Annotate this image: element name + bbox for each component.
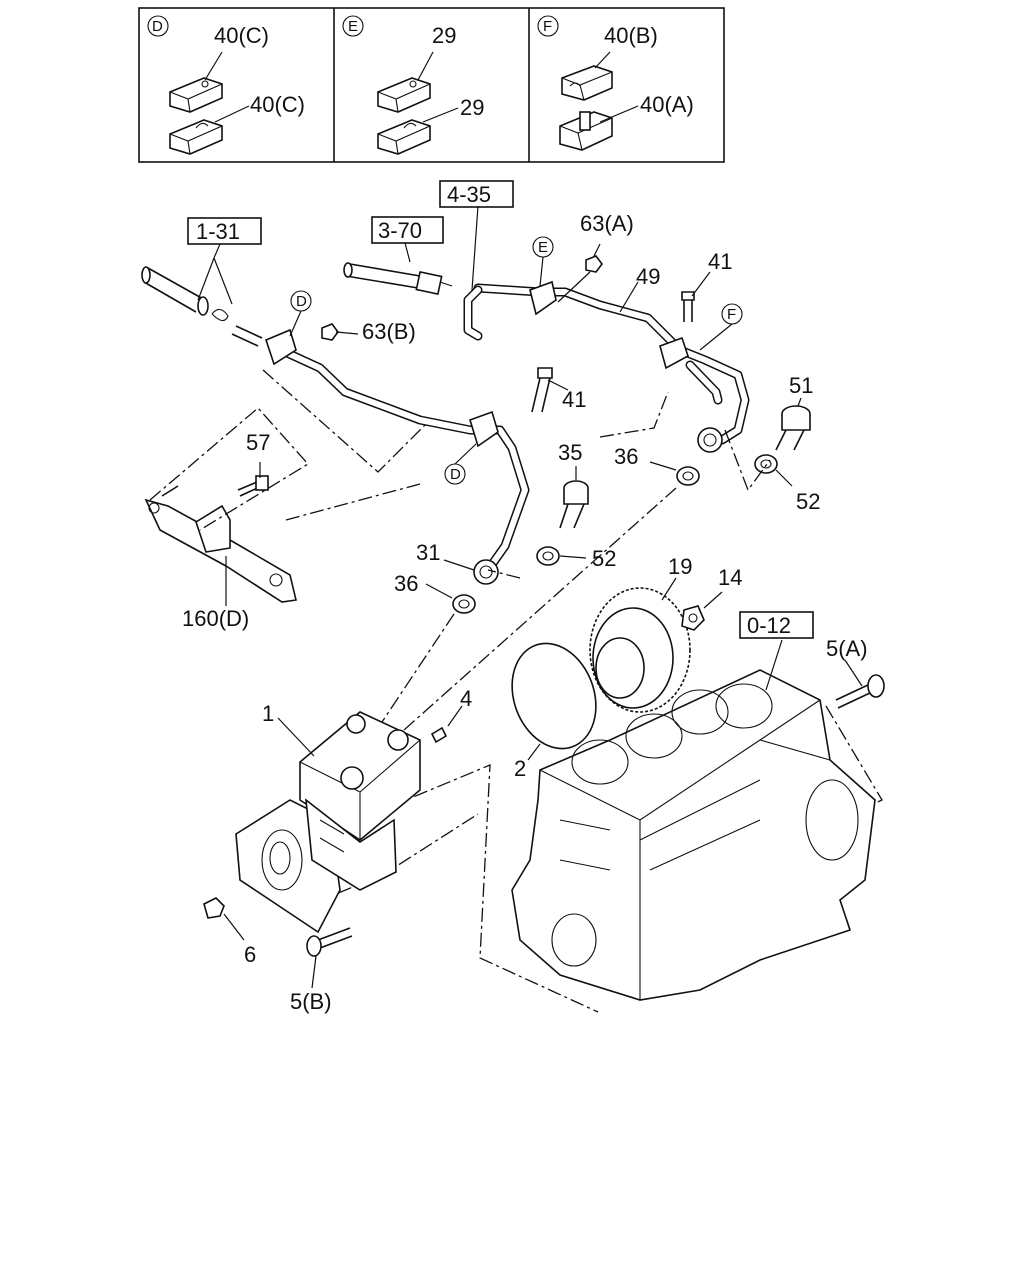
clamp-upper-e [377, 77, 431, 113]
circle-marker-d-lower: D [444, 463, 466, 485]
washers [452, 454, 778, 614]
detail-d-bottom-label: 40(C) [250, 92, 305, 117]
clamp-lower-f [559, 111, 613, 151]
label-5a: 5(A) [826, 636, 868, 661]
label-41-mid: 41 [562, 387, 586, 412]
nut-63a [585, 255, 603, 273]
ref-3-70-text: 3-70 [378, 218, 422, 243]
label-35: 35 [558, 440, 582, 465]
label-36-right: 36 [614, 444, 638, 469]
bolt-5b [306, 927, 353, 957]
detail-e-bottom-label: 29 [460, 95, 484, 120]
nut-14 [681, 605, 705, 631]
clamp-upper-d [169, 77, 223, 113]
fuel-pipes [141, 262, 750, 585]
detail-d-letter: D [152, 18, 163, 35]
ref-box-0-12: 0-12 [739, 611, 814, 639]
detail-box-e: E 29 29 [342, 15, 484, 155]
callout-labels: 63(A) 49 41 63(B) 41 51 57 35 36 52 31 5… [182, 211, 868, 1014]
marker-d-upper-text: D [296, 293, 307, 310]
circle-marker-e: E [532, 236, 554, 258]
clamp-upper-f [561, 65, 613, 101]
marker-f-text: F [727, 306, 736, 323]
label-4: 4 [460, 686, 472, 711]
key-4 [430, 726, 448, 744]
label-51: 51 [789, 373, 813, 398]
engine-block [511, 669, 876, 1001]
circle-marker-f: F [721, 303, 743, 325]
ref-0-12-text: 0-12 [747, 613, 791, 638]
label-160d: 160(D) [182, 606, 249, 631]
detail-f-bottom-label: 40(A) [640, 92, 694, 117]
nut-6 [203, 897, 225, 919]
label-41-top: 41 [708, 249, 732, 274]
ref-box-1-31: 1-31 [187, 217, 262, 245]
bolt-41-top [681, 291, 695, 322]
clamp-lower-d [169, 119, 223, 155]
circle-marker-d-upper: D [290, 290, 312, 312]
nut-63b [321, 323, 339, 341]
label-49: 49 [636, 264, 660, 289]
detail-box-f: F 40(B) 40(A) [537, 15, 694, 151]
label-57: 57 [246, 430, 270, 455]
marker-e-text: E [538, 239, 548, 256]
label-31: 31 [416, 540, 440, 565]
bolt-5a [835, 674, 885, 709]
pump-1 [235, 711, 421, 934]
ref-4-35-text: 4-35 [447, 182, 491, 207]
detail-e-letter: E [348, 18, 358, 35]
label-63b: 63(B) [362, 319, 416, 344]
detail-f-top-label: 40(B) [604, 23, 658, 48]
detail-d-top-label: 40(C) [214, 23, 269, 48]
detail-panel: D 40(C) 40(C) E 29 29 [138, 7, 725, 163]
bolt-35 [559, 480, 589, 529]
label-19: 19 [668, 554, 692, 579]
label-52-mid: 52 [592, 546, 616, 571]
bracket-160d [144, 475, 297, 603]
label-36-left: 36 [394, 571, 418, 596]
gear-19 [589, 587, 691, 713]
label-2: 2 [514, 756, 526, 781]
bolt-41-mid [531, 367, 553, 413]
detail-e-top-label: 29 [432, 23, 456, 48]
marker-d-lower-text: D [450, 466, 461, 483]
ref-1-31-text: 1-31 [196, 219, 240, 244]
detail-f-letter: F [543, 18, 552, 35]
label-5b: 5(B) [290, 989, 332, 1014]
label-6: 6 [244, 942, 256, 967]
detail-box-d: D 40(C) 40(C) [147, 15, 305, 155]
label-63a: 63(A) [580, 211, 634, 236]
clamp-lower-e [377, 119, 431, 155]
ref-box-4-35: 4-35 [439, 180, 514, 208]
label-14: 14 [718, 565, 742, 590]
o-ring-2 [511, 642, 597, 750]
bolt-51 [775, 405, 811, 451]
leader-lines [197, 205, 863, 989]
ref-box-3-70: 3-70 [371, 216, 444, 244]
label-52-right: 52 [796, 489, 820, 514]
label-1: 1 [262, 701, 274, 726]
